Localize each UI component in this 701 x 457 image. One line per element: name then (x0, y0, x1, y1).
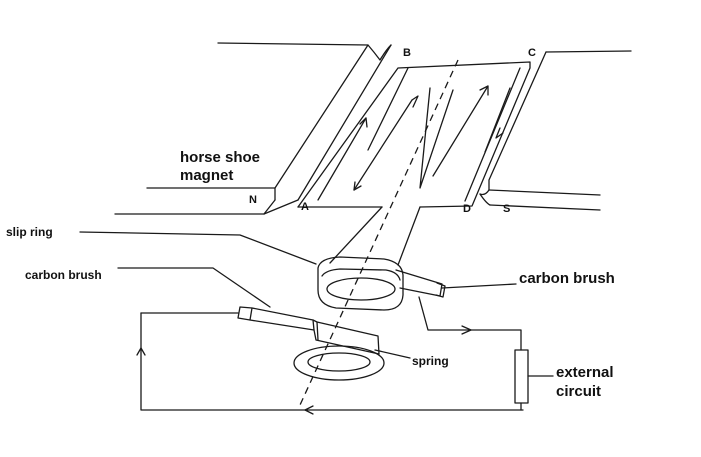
corner-c-label: C (528, 47, 536, 59)
upper-slip-ring (317, 256, 404, 311)
carbon-brush-left-label: carbon brush (25, 268, 102, 282)
pole-s-label: S (503, 203, 510, 215)
right-carbon-brush (395, 269, 517, 298)
horse-shoe-label: horse shoe (180, 149, 260, 166)
external-label: external (556, 364, 614, 381)
armature-coil (297, 61, 531, 266)
corner-b-label: B (403, 47, 411, 59)
slip-ring-label: slip ring (6, 225, 53, 239)
corner-a-label: A (301, 201, 309, 213)
magnet-label: magnet (180, 167, 233, 184)
lower-slip-ring (293, 345, 385, 381)
rotation-axis (299, 59, 459, 406)
circuit-label: circuit (556, 383, 601, 400)
left-carbon-brush (237, 306, 380, 355)
carbon-brush-right-label: carbon brush (519, 270, 615, 287)
current-arrows (317, 85, 511, 201)
magnet-north-pole (114, 42, 392, 215)
corner-d-label: D (463, 203, 471, 215)
pole-n-label: N (249, 194, 257, 206)
leader-lines (79, 231, 554, 377)
external-circuit-wires (136, 296, 529, 415)
resistor (514, 349, 529, 404)
spring-label: spring (412, 354, 449, 368)
magnet-south-pole (479, 50, 632, 211)
